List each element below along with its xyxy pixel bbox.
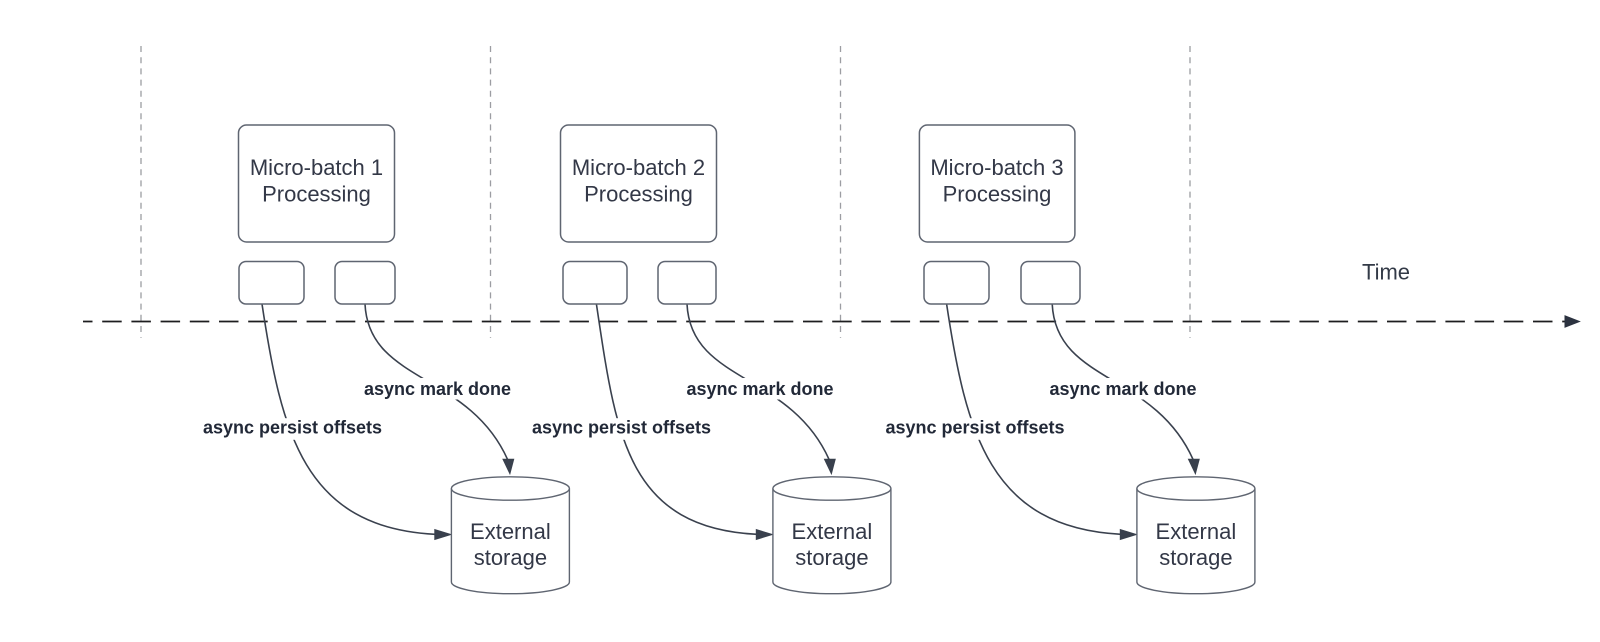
- svg-text:async mark done: async mark done: [364, 379, 511, 399]
- svg-text:async mark done: async mark done: [1049, 379, 1196, 399]
- svg-text:Micro-batch 3: Micro-batch 3: [930, 155, 1063, 180]
- svg-text:External: External: [1156, 519, 1237, 544]
- svg-text:storage: storage: [795, 545, 868, 570]
- svg-text:Processing: Processing: [584, 182, 693, 207]
- svg-text:async persist offsets: async persist offsets: [203, 417, 382, 437]
- svg-text:External: External: [470, 519, 551, 544]
- svg-text:async persist offsets: async persist offsets: [885, 417, 1064, 437]
- svg-text:async mark done: async mark done: [686, 379, 833, 399]
- svg-text:External: External: [792, 519, 873, 544]
- svg-text:Time: Time: [1362, 260, 1410, 285]
- svg-text:Micro-batch 2: Micro-batch 2: [572, 155, 705, 180]
- svg-text:storage: storage: [474, 545, 547, 570]
- svg-text:async persist offsets: async persist offsets: [532, 417, 711, 437]
- svg-text:storage: storage: [1159, 545, 1232, 570]
- svg-text:Micro-batch 1: Micro-batch 1: [250, 155, 383, 180]
- svg-text:Processing: Processing: [943, 182, 1052, 207]
- svg-text:Processing: Processing: [262, 182, 371, 207]
